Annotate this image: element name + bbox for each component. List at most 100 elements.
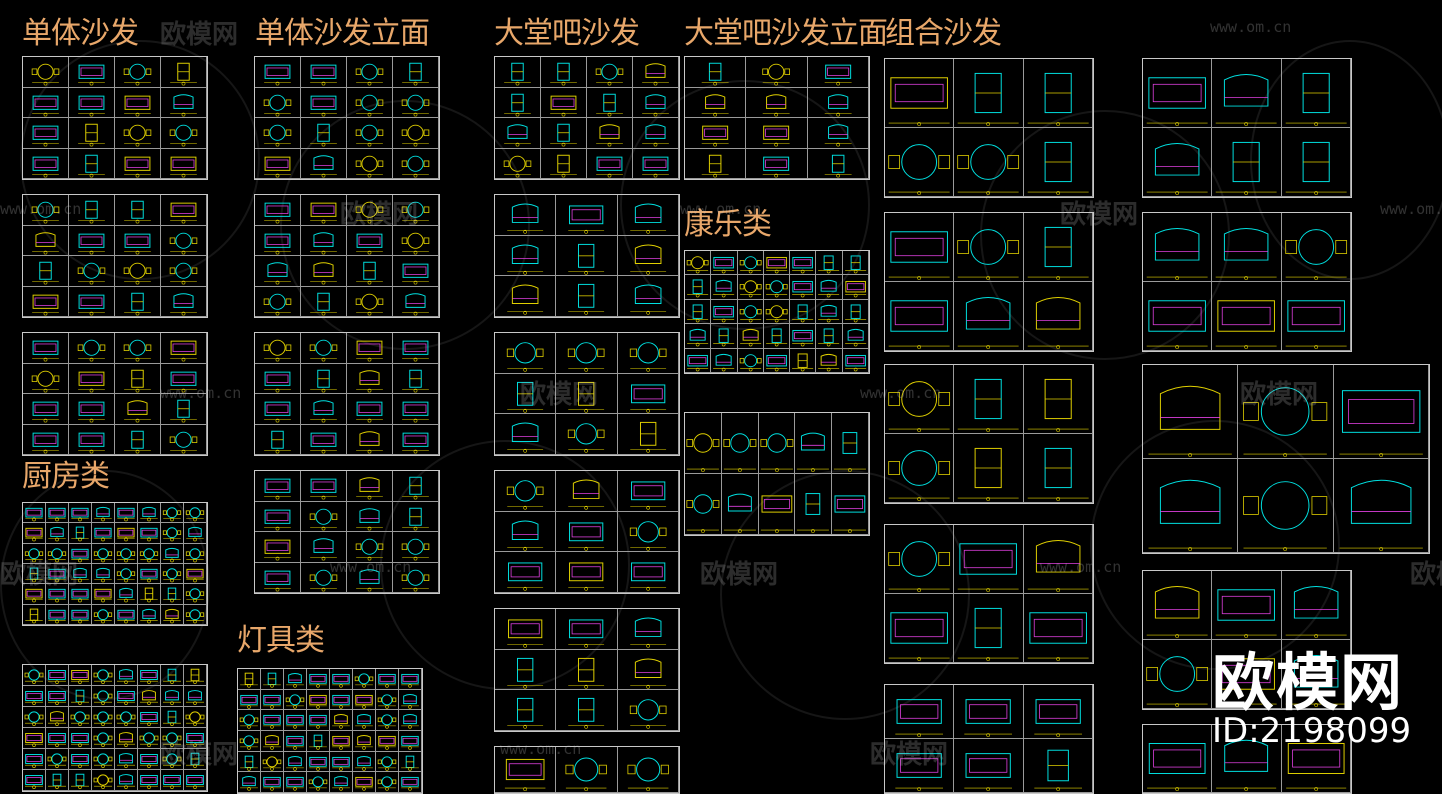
cad-block-cell bbox=[393, 256, 439, 287]
cad-block-cell bbox=[954, 685, 1024, 739]
watermark-circle bbox=[1250, 40, 1442, 280]
cad-block-cell bbox=[393, 363, 439, 394]
cad-block-cell bbox=[330, 689, 353, 711]
cad-block-cell bbox=[842, 348, 869, 373]
cad-block-drawing bbox=[124, 95, 151, 116]
cad-block-cell bbox=[161, 543, 184, 564]
cad-block-drawing bbox=[309, 715, 327, 729]
cad-block-cell bbox=[1023, 213, 1093, 282]
cad-block-cell bbox=[161, 195, 207, 226]
cad-block-cell bbox=[184, 770, 207, 791]
cad-block-cell bbox=[954, 365, 1024, 434]
cad-block-drawing bbox=[186, 690, 204, 705]
cad-block-drawing bbox=[310, 262, 337, 285]
cad-block-drawing bbox=[116, 547, 136, 562]
cad-block-cell bbox=[1333, 365, 1429, 459]
cad-block-drawing bbox=[629, 203, 666, 234]
cad-block-cell bbox=[115, 749, 138, 770]
cad-block-drawing bbox=[332, 756, 350, 771]
cad-block-drawing bbox=[401, 232, 430, 254]
cad-block-drawing bbox=[629, 481, 666, 510]
cad-block-drawing bbox=[124, 200, 151, 224]
cad-block-drawing bbox=[77, 262, 106, 285]
cad-block-drawing bbox=[1339, 390, 1423, 457]
cad-block-cell bbox=[353, 730, 376, 752]
cad-block-cell bbox=[115, 57, 161, 88]
cad-block-drawing bbox=[506, 480, 544, 510]
cad-block-drawing bbox=[71, 773, 89, 789]
cad-block-drawing bbox=[402, 62, 429, 86]
cad-block-drawing bbox=[117, 588, 135, 603]
cad-block-drawing bbox=[1146, 143, 1208, 195]
cad-block-cell bbox=[115, 333, 161, 364]
cad-block-cell bbox=[556, 511, 618, 553]
cad-block-cell bbox=[685, 57, 747, 88]
cad-block-cell bbox=[393, 333, 439, 364]
cad-block-cell bbox=[261, 710, 284, 731]
cad-block-drawing bbox=[356, 233, 383, 254]
cad-block-cell bbox=[161, 707, 184, 728]
cad-block-drawing bbox=[162, 753, 182, 768]
cad-block-drawing bbox=[1216, 658, 1277, 707]
cad-block-drawing bbox=[239, 714, 259, 729]
cad-block-drawing bbox=[1027, 378, 1089, 432]
cad-block-cell bbox=[556, 552, 618, 593]
drawing-sheet bbox=[22, 194, 208, 318]
cad-block-drawing bbox=[163, 710, 181, 726]
cad-block-cell bbox=[46, 665, 69, 686]
cad-block-cell bbox=[92, 665, 115, 686]
cad-block-cell bbox=[115, 87, 161, 118]
cad-block-drawing bbox=[163, 587, 181, 603]
cad-block-drawing bbox=[507, 203, 544, 234]
cad-block-cell bbox=[161, 148, 207, 179]
cad-block-drawing bbox=[568, 423, 605, 453]
cad-block-cell bbox=[393, 532, 439, 563]
cad-block-drawing bbox=[78, 233, 105, 254]
cad-block-drawing bbox=[185, 608, 205, 623]
cad-block-drawing bbox=[139, 732, 159, 747]
cad-block-drawing bbox=[25, 733, 43, 747]
cad-block-cell bbox=[737, 275, 764, 300]
cad-block-cell bbox=[495, 57, 541, 88]
cad-block-cell bbox=[301, 256, 347, 287]
cad-block-cell bbox=[46, 686, 69, 707]
cad-block-drawing bbox=[739, 256, 762, 274]
cad-block-drawing bbox=[48, 609, 66, 623]
cad-block-drawing bbox=[356, 507, 383, 530]
cad-block-cell bbox=[633, 118, 679, 149]
cad-block-drawing bbox=[309, 734, 327, 750]
cad-block-drawing bbox=[1027, 226, 1089, 280]
cad-block-drawing bbox=[355, 201, 384, 224]
cad-block-drawing bbox=[760, 433, 793, 472]
cad-block-drawing bbox=[356, 340, 383, 362]
cad-block-cell bbox=[1281, 571, 1351, 640]
cad-block-drawing bbox=[895, 699, 944, 737]
cad-block-cell bbox=[1023, 525, 1093, 594]
drawing-sheet bbox=[254, 194, 440, 318]
cad-block-cell bbox=[46, 503, 69, 524]
drawing-sheet bbox=[884, 58, 1094, 198]
cad-block-cell bbox=[617, 471, 679, 512]
cad-block-cell bbox=[885, 213, 955, 282]
cad-block-drawing bbox=[792, 304, 814, 323]
cad-block-cell bbox=[46, 770, 69, 791]
cad-block-drawing bbox=[401, 155, 430, 177]
cad-block-cell bbox=[23, 225, 69, 256]
watermark-url: www.om.cn bbox=[160, 384, 242, 402]
watermark-circle bbox=[0, 470, 210, 700]
cad-block-drawing bbox=[170, 371, 197, 392]
cad-block-drawing bbox=[310, 154, 337, 177]
cad-block-cell bbox=[685, 299, 712, 325]
cad-block-drawing bbox=[32, 156, 59, 177]
cad-block-cell bbox=[842, 324, 869, 349]
cad-block-drawing bbox=[504, 124, 531, 147]
cad-block-cell bbox=[393, 148, 439, 179]
drawing-sheet bbox=[1142, 364, 1430, 554]
cad-block-cell bbox=[1023, 59, 1093, 128]
cad-block-cell bbox=[301, 562, 347, 593]
cad-block-drawing bbox=[1027, 540, 1089, 592]
cad-block-cell bbox=[307, 751, 330, 773]
drawing-sheet bbox=[884, 364, 1094, 504]
cad-block-cell bbox=[885, 59, 955, 128]
cad-block-drawing bbox=[31, 201, 60, 224]
